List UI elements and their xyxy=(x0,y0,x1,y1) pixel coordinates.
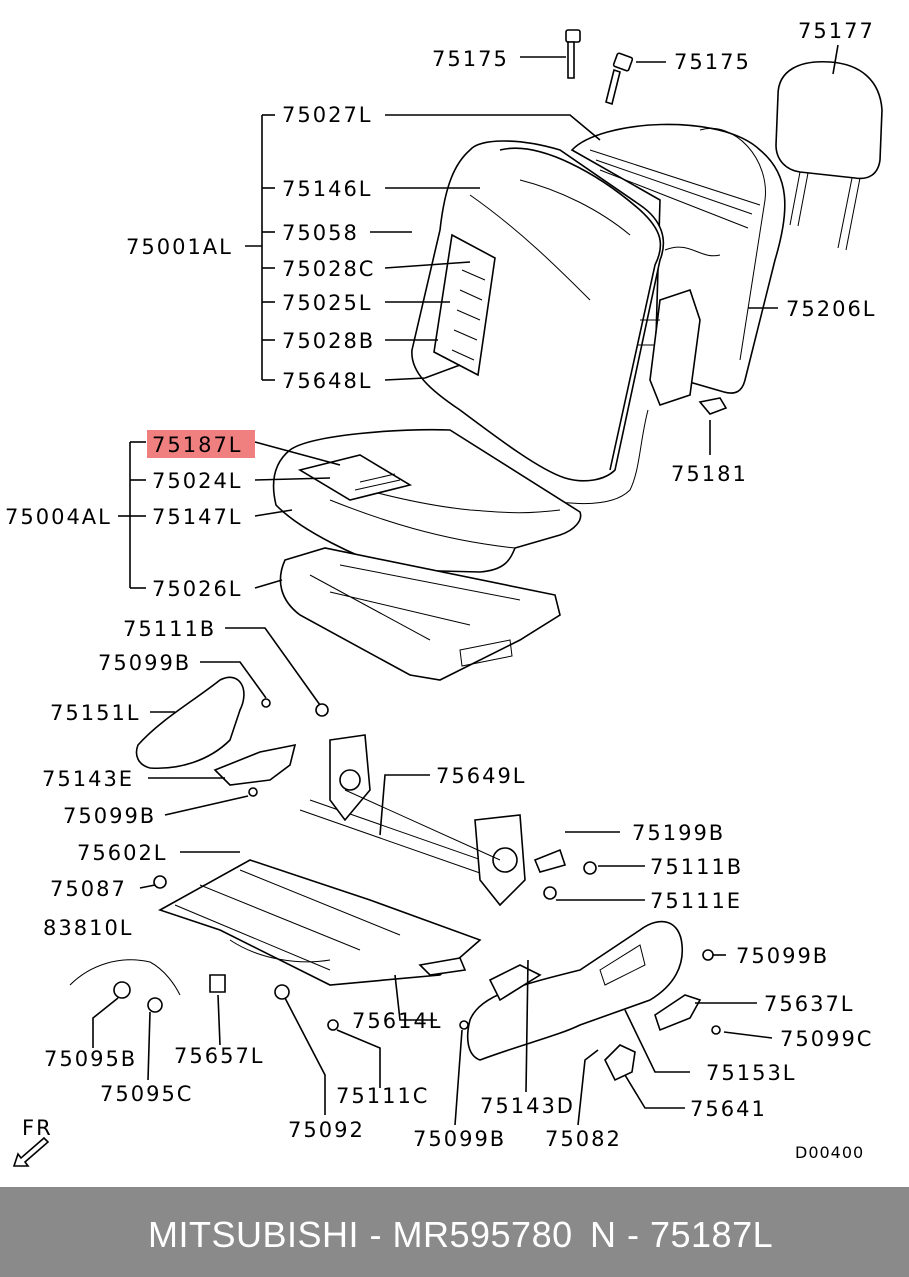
label-75099B: 75099B xyxy=(98,651,191,675)
label-75099B: 75099B xyxy=(413,1127,506,1151)
label-75657L: 75657L xyxy=(174,1044,265,1068)
seat-track-frame xyxy=(158,734,526,986)
label-75025L: 75025L xyxy=(282,291,373,315)
parts-diagram: 75175 75175 75177 75027L 75146L 75001AL … xyxy=(5,19,883,1167)
label-75082: 75082 xyxy=(545,1127,622,1151)
fr-label: FR xyxy=(22,1116,53,1140)
label-75099B: 75099B xyxy=(63,804,156,828)
label-75146L: 75146L xyxy=(282,177,373,201)
label-75095C: 75095C xyxy=(100,1082,193,1106)
label-75028C: 75028C xyxy=(282,257,375,281)
label-83810L: 83810L xyxy=(43,916,134,940)
seat-back-frame xyxy=(570,123,786,394)
small-parts xyxy=(69,698,721,1082)
seat-heater-pad xyxy=(297,454,413,501)
side-airbag-module xyxy=(559,288,701,505)
label-75111B: 75111B xyxy=(650,855,743,879)
lumbar-pad xyxy=(433,233,496,377)
label-75181: 75181 xyxy=(671,462,748,486)
headrest-bolt-right xyxy=(605,52,666,106)
headrest xyxy=(775,44,883,251)
label-75092: 75092 xyxy=(288,1118,365,1142)
label-75199B: 75199B xyxy=(632,821,725,845)
label-75099C: 75099C xyxy=(780,1027,873,1051)
label-75187L: 75187L xyxy=(152,433,243,457)
footer-bar: MITSUBISHI - MR595780 N - 75187L xyxy=(0,1187,909,1277)
label-75111E: 75111E xyxy=(650,889,742,913)
label-75026L: 75026L xyxy=(152,577,243,601)
label-75175: 75175 xyxy=(674,50,751,74)
label-75111C: 75111C xyxy=(336,1084,429,1108)
label-75087: 75087 xyxy=(50,877,127,901)
label-75143E: 75143E xyxy=(42,767,134,791)
recliner-cover xyxy=(135,676,245,770)
label-75001AL: 75001AL xyxy=(126,235,233,259)
label-75111B: 75111B xyxy=(123,617,216,641)
label-75177: 75177 xyxy=(798,19,875,43)
label-75649L: 75649L xyxy=(436,764,527,788)
label-75153L: 75153L xyxy=(706,1061,797,1085)
label-75095B: 75095B xyxy=(44,1047,137,1071)
position-number: N - 75187L xyxy=(590,1214,774,1255)
label-75028B: 75028B xyxy=(282,329,375,353)
label-75058: 75058 xyxy=(282,221,359,245)
part-labels: 75175 75175 75177 75027L 75146L 75001AL … xyxy=(5,19,877,1151)
seat-back-bracket xyxy=(698,397,728,415)
label-75147L: 75147L xyxy=(152,505,243,529)
label-75648L: 75648L xyxy=(282,369,373,393)
label-75602L: 75602L xyxy=(77,841,168,865)
label-75143D: 75143D xyxy=(480,1094,575,1118)
label-75637L: 75637L xyxy=(764,992,855,1016)
headrest-bolt-left xyxy=(520,29,581,79)
label-75614L: 75614L xyxy=(352,1009,443,1033)
label-75024L: 75024L xyxy=(152,469,243,493)
label-75027L: 75027L xyxy=(282,103,373,127)
fr-arrow-icon xyxy=(12,1136,50,1167)
seat-back-cushion xyxy=(411,140,665,482)
diagram-code: D00400 xyxy=(795,1143,864,1162)
label-75206L: 75206L xyxy=(786,297,877,321)
leader-lines xyxy=(92,114,778,1126)
label-75004AL: 75004AL xyxy=(5,505,112,529)
label-75151L: 75151L xyxy=(50,701,141,725)
label-75641: 75641 xyxy=(690,1097,767,1121)
highlight-75187L xyxy=(147,430,255,458)
cushion-pan xyxy=(279,547,561,681)
brand-part-number: MITSUBISHI - MR595780 xyxy=(148,1214,573,1255)
label-75099B: 75099B xyxy=(736,944,829,968)
side-shield xyxy=(466,920,684,1061)
label-75175: 75175 xyxy=(432,47,509,71)
front-direction-indicator: FR xyxy=(12,1116,53,1167)
recliner-bracket xyxy=(213,743,297,786)
